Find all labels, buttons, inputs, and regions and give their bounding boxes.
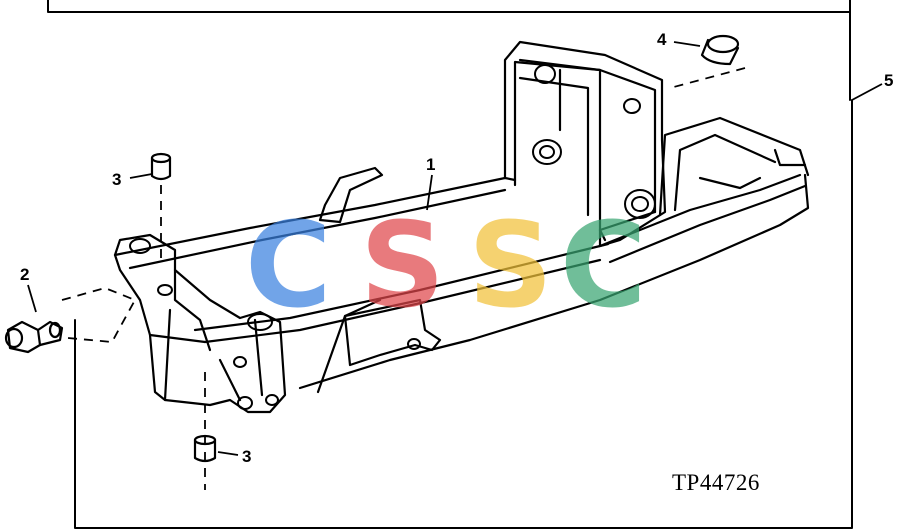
leader-3-top — [129, 173, 153, 179]
callout-4: 4 — [657, 30, 667, 49]
watermark-letter-1: C — [245, 196, 332, 334]
assembly-border-bottom — [74, 99, 853, 529]
pivot-hole-mid — [157, 284, 173, 296]
upright-bushing-lower — [624, 189, 656, 219]
callout-5: 5 — [884, 71, 894, 90]
callout-1: 1 — [426, 155, 436, 174]
assembly-border — [47, 0, 851, 13]
leader-4 — [673, 41, 701, 47]
watermark-letter-4: C — [560, 196, 647, 334]
pivot-hole-top — [129, 238, 151, 254]
frame-rails — [113, 116, 810, 394]
callout-3-top: 3 — [112, 170, 122, 189]
upright-bushing-middle — [532, 139, 562, 165]
callout-2: 2 — [20, 265, 30, 284]
upright-bushing-upper — [534, 64, 556, 84]
watermark-letter-2: S — [360, 196, 445, 334]
upper-bracket — [318, 166, 384, 224]
upright-bolt-hole — [623, 98, 641, 114]
leader-2 — [27, 284, 37, 313]
grease-fitting-part — [4, 320, 64, 354]
bushing-top-part — [150, 152, 172, 181]
rear-upright — [503, 40, 667, 248]
dash-line-fitting — [61, 287, 137, 343]
leader-3-bottom — [217, 451, 239, 456]
bushing-rear-part — [700, 34, 740, 66]
callout-3-bottom: 3 — [242, 447, 252, 466]
leader-1 — [426, 174, 433, 211]
watermark-letter-3: S — [468, 196, 553, 334]
leader-5 — [851, 83, 883, 101]
dash-line-rear-bushing — [669, 67, 746, 89]
pivot-hole-side — [247, 313, 273, 331]
side-bracket — [343, 298, 442, 367]
figure-id-label: TP44726 — [672, 470, 760, 495]
